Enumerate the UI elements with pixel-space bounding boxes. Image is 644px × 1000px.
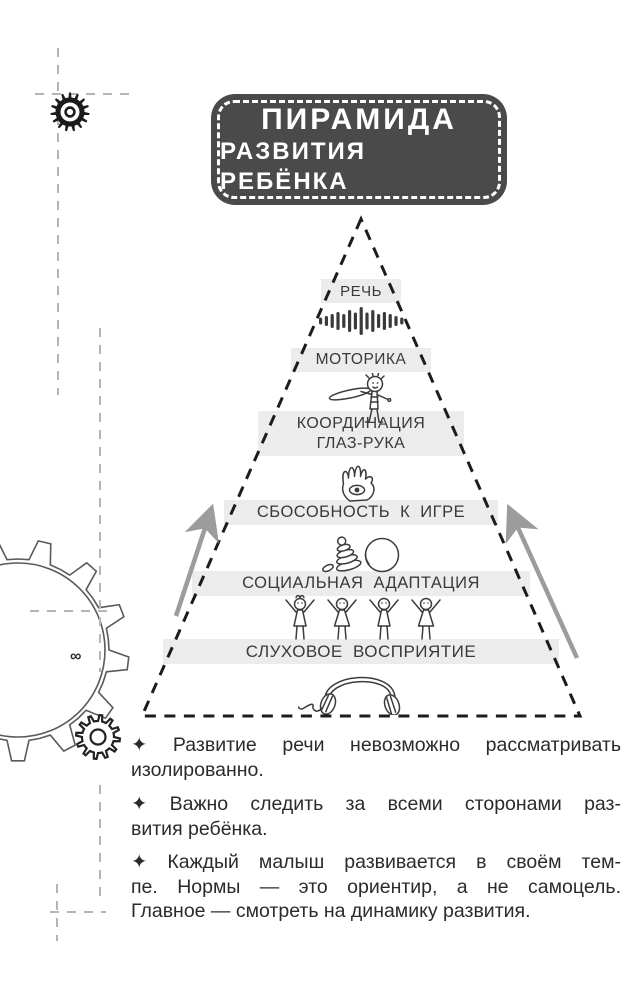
note-line: Главное — смотреть на динамику развития.: [131, 900, 531, 922]
note-line: вития ребёнка.: [131, 817, 268, 840]
children-dancing-icon: [285, 595, 441, 640]
note-item: ✦ Важно следить за всеми сторонами раз- …: [131, 792, 621, 841]
pyramid-level-speech: РЕЧЬ: [321, 279, 401, 303]
pyramid-level-motor-skills: МОТОРИКА: [291, 348, 431, 372]
dashed-guide-lines: [30, 48, 133, 941]
note-line: ✦ Развитие речи невозможно рассматривать: [131, 734, 621, 756]
hand-with-eye-icon: [341, 465, 375, 502]
sound-wave-icon: [319, 307, 404, 335]
title-line1: ПИРАМИДА: [261, 102, 457, 136]
note-line: изолированно.: [131, 758, 264, 781]
level-label: СБОСОБНОСТЬ К ИГРЕ: [256, 503, 466, 521]
note-item: ✦ Каждый малыш развивается в своём тем- …: [131, 850, 621, 924]
pyramid-level-social-adaptation: СОЦИАЛЬНАЯ АДАПТАЦИЯ: [192, 571, 530, 596]
pyramid-level-auditory-perception: СЛУХОВОЕ ВОСПРИЯТИЕ: [163, 639, 559, 664]
small-outline-gear-icon: [74, 713, 122, 761]
title-line2: РАЗВИТИЯ РЕБЁНКА: [220, 137, 367, 195]
stacking-toy-and-ball-icon: [322, 536, 400, 573]
note-item: ✦ Развитие речи невозможно рассматривать…: [131, 733, 621, 782]
left-up-arrow: [173, 503, 219, 617]
level-label: РЕЧЬ: [340, 282, 382, 300]
title-badge-dashed-border: ПИРАМИДА РАЗВИТИЯ РЕБЁНКА: [217, 100, 501, 199]
level-label-line2: ГЛАЗ-РУКА: [316, 434, 406, 452]
infinity-mark: ∞: [70, 648, 81, 665]
child-swinging-bat-icon: [328, 373, 392, 423]
note-line: пе. Нормы — это ориентир, а не самоцель.: [131, 875, 621, 898]
level-label: МОТОРИКА: [315, 351, 407, 368]
headphones-icon: [298, 676, 401, 715]
large-outline-gear-icon: [0, 539, 130, 762]
notes-section: ✦ Развитие речи невозможно рассматривать…: [131, 733, 621, 924]
note-line: ✦ Важно следить за всеми сторонами раз-: [131, 793, 621, 815]
small-black-gear-icon: [50, 92, 90, 132]
note-line: ✦ Каждый малыш развивается в своём тем-: [131, 851, 621, 873]
title-badge: ПИРАМИДА РАЗВИТИЯ РЕБЁНКА: [211, 94, 507, 205]
level-label: СЛУХОВОЕ ВОСПРИЯТИЕ: [245, 641, 477, 661]
level-label: СОЦИАЛЬНАЯ АДАПТАЦИЯ: [242, 574, 480, 592]
pyramid-level-play-ability: СБОСОБНОСТЬ К ИГРЕ: [224, 500, 498, 525]
